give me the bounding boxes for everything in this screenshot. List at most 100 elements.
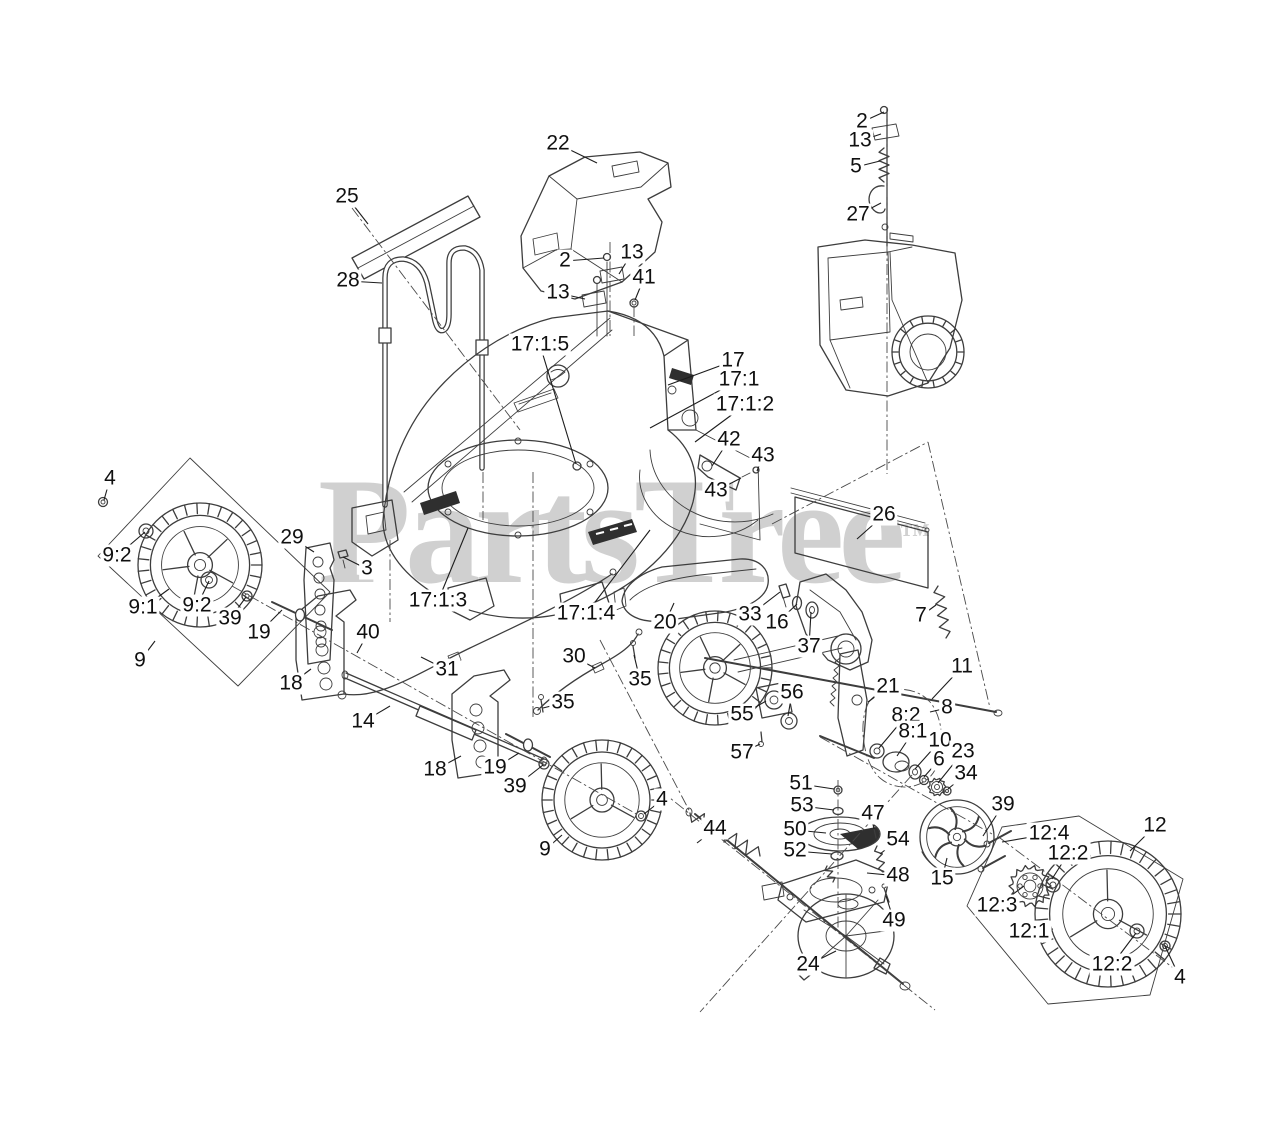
callout-33[interactable]: 33 [736,602,764,626]
callout-39[interactable]: 39 [501,774,529,798]
leader-line [585,529,651,615]
callout-35[interactable]: 35 [549,690,577,714]
callout-48[interactable]: 48 [884,863,912,887]
callout-4[interactable]: 4 [102,466,118,490]
callout-12-1[interactable]: 12:1 [1006,919,1052,943]
callout-17-1[interactable]: 17:1 [716,367,762,391]
callout-12-2[interactable]: 12:2 [1045,841,1091,865]
callout-2[interactable]: 2 [854,109,870,133]
callout-37[interactable]: 37 [795,634,823,658]
callout-16[interactable]: 16 [763,610,791,634]
callout-6[interactable]: 6 [931,747,947,771]
callout-9[interactable]: 9 [132,648,148,672]
callout-17-1-3[interactable]: 17:1:3 [406,588,470,612]
callout-44[interactable]: 44 [701,816,729,840]
callout-57[interactable]: 57 [728,740,756,764]
callout-22[interactable]: 22 [544,131,572,155]
callout-43[interactable]: 43 [749,443,777,467]
callout-50[interactable]: 50 [781,817,809,841]
callout-17-1-5[interactable]: 17:1:5 [508,332,572,356]
callout-2[interactable]: 2 [557,248,573,272]
bolt-2-icon [602,252,612,262]
drive-wheel-15 [919,799,995,875]
callout-17-1-4[interactable]: 17:1:4 [554,601,618,625]
callout-40[interactable]: 40 [354,620,382,644]
callout-19[interactable]: 19 [481,755,509,779]
callout-18[interactable]: 18 [277,671,305,695]
callout-34[interactable]: 34 [952,761,980,785]
callout-12[interactable]: 12 [1141,813,1169,837]
rear-door-assembly [817,105,963,397]
callout-29[interactable]: 29 [278,525,306,549]
callout-20[interactable]: 20 [651,610,679,634]
nut-41-icon [629,298,639,308]
callout-47[interactable]: 47 [859,801,887,825]
callout-23[interactable]: 23 [949,739,977,763]
centerline [599,639,691,813]
callout-4[interactable]: 4 [654,787,670,811]
callout-4[interactable]: 4 [1172,965,1188,989]
centerline [351,207,521,431]
callout-56[interactable]: 56 [778,680,806,704]
door-wheel [891,315,965,389]
bearing-56-icon [780,712,798,730]
callout-17[interactable]: 17 [719,348,747,372]
callout-17-1-2[interactable]: 17:1:2 [713,392,777,416]
spring-54 [873,845,886,873]
bolt-35-icon [540,699,544,713]
callout-52[interactable]: 52 [781,838,809,862]
callout-10[interactable]: 10 [926,728,954,752]
callout-8-1[interactable]: 8:1 [896,719,930,743]
bolt-17-1-5 [572,461,582,471]
generated-parts [137,108,1182,1013]
callout-39[interactable]: 39 [989,792,1017,816]
callout-43[interactable]: 43 [702,478,730,502]
callout-13[interactable]: 13 [846,128,874,152]
callout-11[interactable]: 11 [949,654,975,678]
callout-41[interactable]: 41 [630,265,658,289]
gear-12-3 [1008,864,1052,908]
callout-51[interactable]: 51 [787,771,815,795]
callout-18[interactable]: 18 [421,757,449,781]
callout-13[interactable]: 13 [618,240,646,264]
spring-5 [878,147,890,183]
callout-54[interactable]: 54 [884,827,912,851]
callout-13[interactable]: 13 [544,280,572,304]
callout-7[interactable]: 7 [913,603,929,627]
bearing-mount-55 [755,681,798,747]
callout-24[interactable]: 24 [794,952,822,976]
callout-53[interactable]: 53 [788,793,816,817]
callout-25[interactable]: 25 [333,184,361,208]
height-quadrant-21 [837,649,868,757]
callout-26[interactable]: 26 [870,502,898,526]
callout-3[interactable]: 3 [359,556,375,580]
callout-35[interactable]: 35 [626,667,654,691]
callout-19[interactable]: 19 [245,620,273,644]
callout-27[interactable]: 27 [844,202,872,226]
callout-12-2[interactable]: 12:2 [1089,952,1135,976]
warning-decal [420,491,460,515]
callout-9-2[interactable]: 9:2 [180,593,214,617]
leader-line [539,344,577,465]
callout-12-3[interactable]: 12:3 [974,893,1020,917]
callout-5[interactable]: 5 [848,154,864,178]
callout-42[interactable]: 42 [715,427,743,451]
callout-12-4[interactable]: 12:4 [1026,821,1072,845]
centerline [771,441,929,525]
callout-14[interactable]: 14 [349,709,377,733]
callout-9-2[interactable]: 9:2 [100,543,134,567]
callout-28[interactable]: 28 [334,268,362,292]
lower-handle [378,245,489,508]
callout-31[interactable]: 31 [433,657,461,681]
callout-30[interactable]: 30 [560,644,588,668]
callout-9[interactable]: 9 [537,837,553,861]
centerline [231,585,641,817]
callout-39[interactable]: 39 [216,606,244,630]
callout-8[interactable]: 8 [939,695,955,719]
callout-15[interactable]: 15 [928,866,956,890]
callout-55[interactable]: 55 [728,702,756,726]
callout-21[interactable]: 21 [874,674,902,698]
callout-9-1[interactable]: 9:1 [126,595,160,619]
callout-49[interactable]: 49 [880,908,908,932]
